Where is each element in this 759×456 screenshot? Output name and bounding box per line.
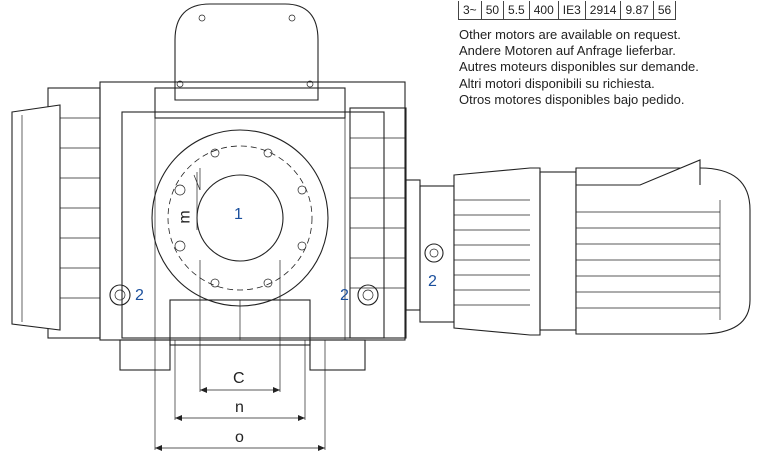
table-row: 3~ 50 5.5 400 IE3 2914 9.87 56 — [458, 1, 677, 20]
motor-spec-table: 3~ 50 5.5 400 IE3 2914 9.87 56 — [458, 1, 677, 20]
note-german: Andere Motoren auf Anfrage lieferbar. — [459, 43, 676, 59]
label-mount-motor: 2 — [428, 273, 437, 290]
note-italian: Altri motori disponibili su richiesta. — [459, 75, 655, 91]
note-english: Other motors are available on request. — [459, 27, 681, 42]
note-french: Autres moteurs disponibles sur demande. — [459, 59, 699, 75]
note-spanish: Otros motores disponibles bajo pedido. — [459, 91, 685, 107]
spec-cell-speed: 2914 — [584, 1, 622, 20]
motor-notes: Other motors are available on request. A… — [459, 27, 699, 108]
spec-cell-current: 9.87 — [620, 1, 654, 20]
spec-cell-phase: 3~ — [458, 1, 482, 20]
dim-label-c: C — [233, 370, 245, 387]
mounting-bolts — [109, 243, 444, 306]
label-mount-right: 2 — [340, 287, 349, 304]
dim-label-o: o — [235, 429, 244, 446]
motor — [419, 159, 751, 336]
label-mount-left: 2 — [135, 287, 144, 304]
left-fins — [11, 87, 101, 339]
top-cover — [174, 3, 319, 101]
inlet-flange — [151, 129, 329, 307]
label-center: 1 — [234, 206, 243, 223]
dim-label-m: m — [176, 210, 194, 224]
spec-cell-size: 56 — [652, 1, 677, 20]
dim-label-n: n — [235, 399, 244, 416]
right-fins — [349, 107, 421, 339]
spec-cell-frequency: 50 — [480, 1, 505, 20]
spec-cell-efficiency: IE3 — [557, 1, 586, 20]
dimension-lines — [154, 260, 326, 451]
pump-housing — [99, 81, 406, 371]
spec-cell-voltage: 400 — [528, 1, 559, 20]
spec-cell-power: 5.5 — [503, 1, 530, 20]
